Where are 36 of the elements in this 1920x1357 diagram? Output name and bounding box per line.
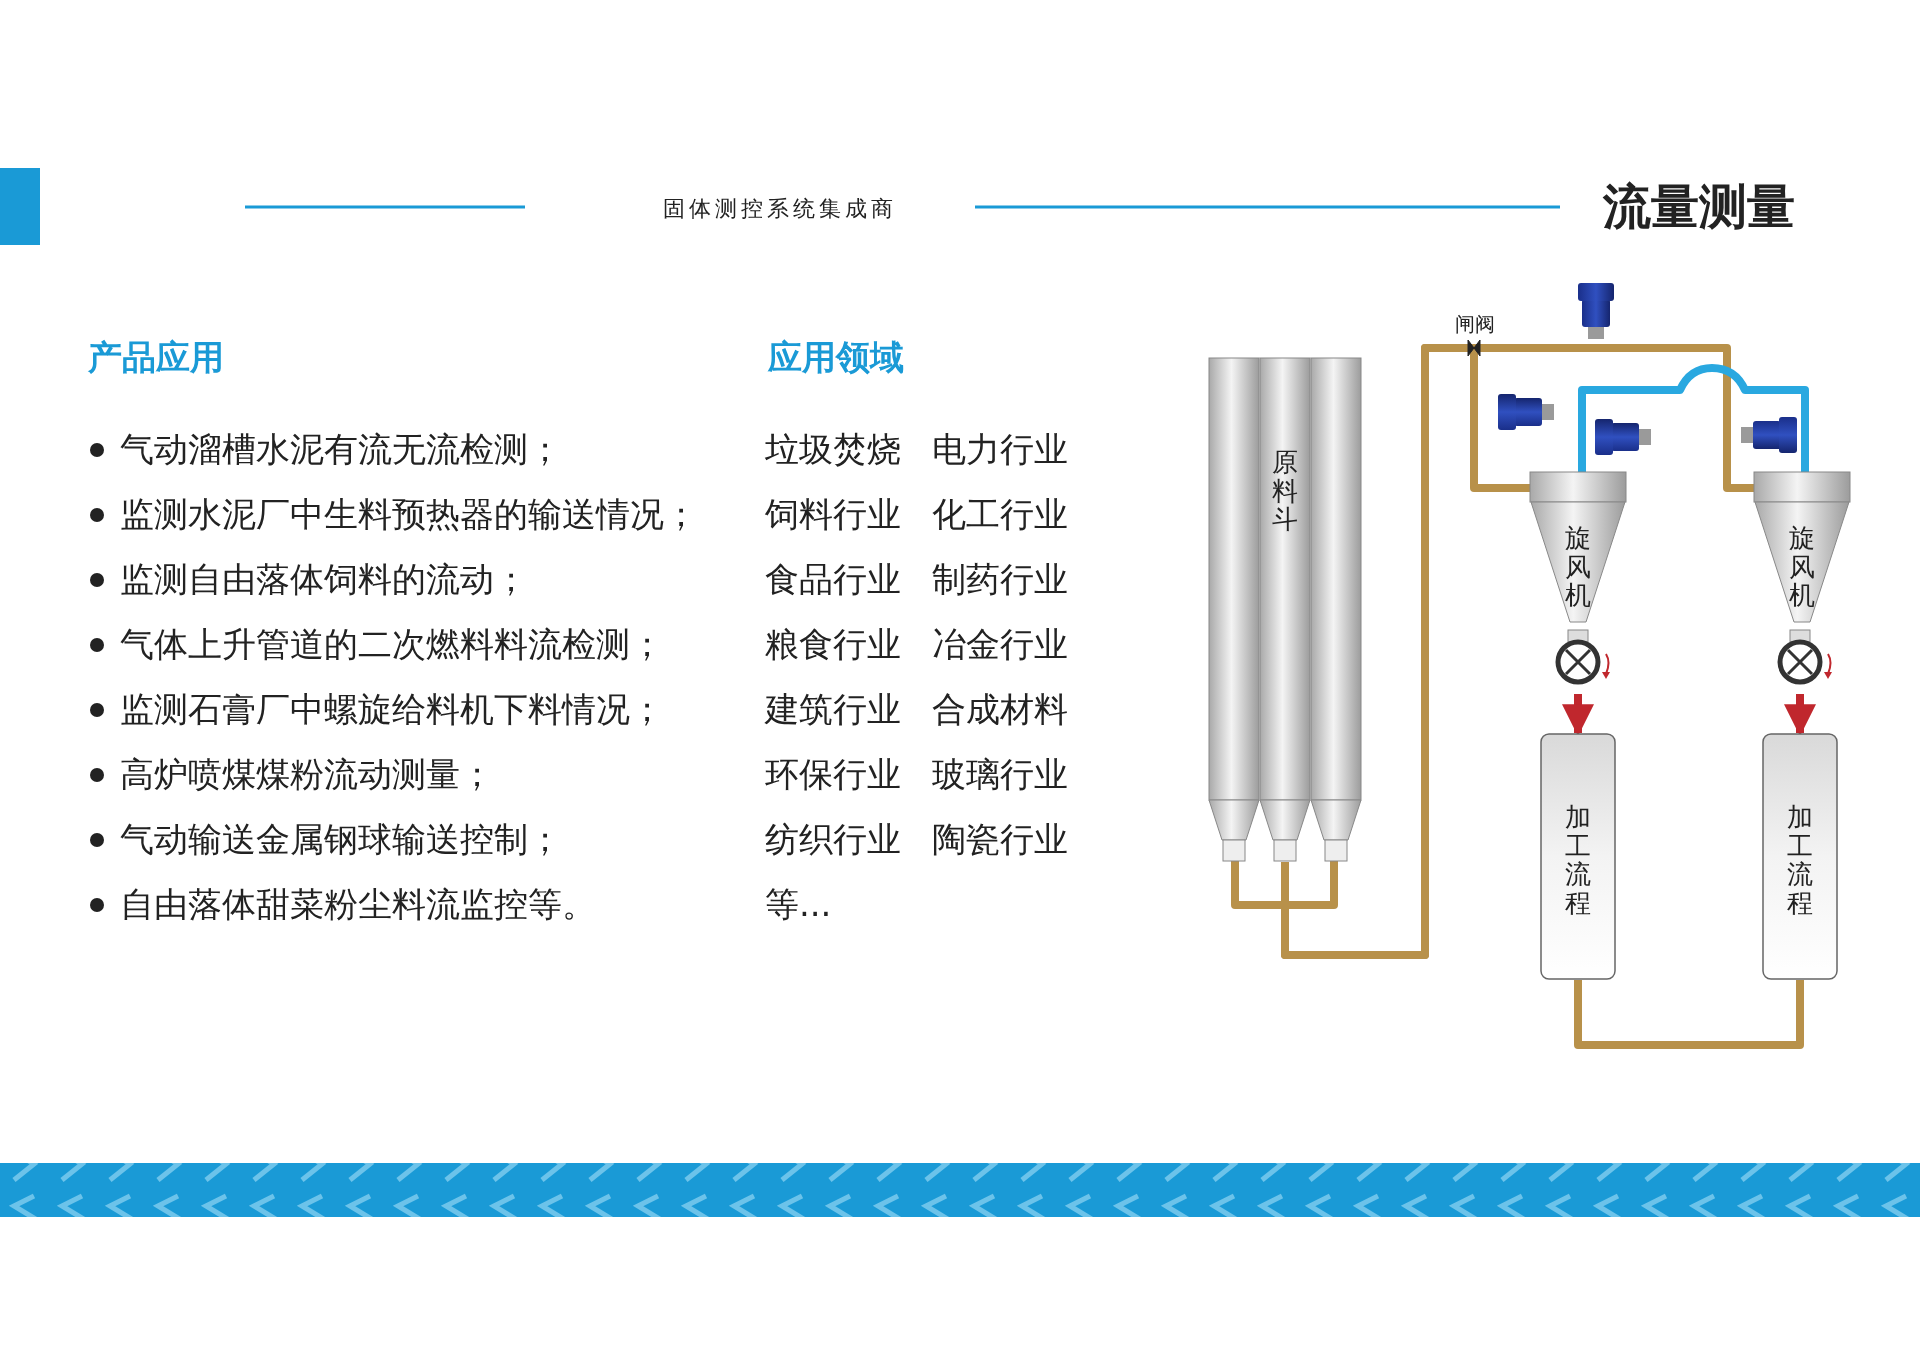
- node-label: 原料斗: [1271, 448, 1299, 534]
- table-cell: 合成材料: [932, 692, 1068, 726]
- part-label: 闸阀: [1455, 314, 1495, 334]
- table-cell: 冶金行业: [932, 627, 1068, 661]
- table-cell: 环保行业: [765, 757, 901, 791]
- list-item: 气动输送金属钢球输送控制；: [120, 822, 562, 856]
- pipe-line: [1281, 344, 1754, 959]
- table-cell: 陶瓷行业: [932, 822, 1068, 856]
- tagline-text: 固体测控系统集成商: [663, 198, 897, 220]
- table-cell: 纺织行业: [765, 822, 901, 856]
- list-item: 高炉喷煤煤粉流动测量；: [120, 757, 494, 791]
- table-cell: 等...: [765, 887, 832, 921]
- node-label: 加工流程: [1564, 803, 1592, 918]
- table-cell: 玻璃行业: [932, 757, 1068, 791]
- table-cell: 电力行业: [932, 432, 1068, 466]
- list-item: 气体上升管道的二次燃料料流检测；: [120, 627, 664, 661]
- table-cell: 垃圾焚烧: [765, 432, 901, 466]
- table-cell: 粮食行业: [765, 627, 901, 661]
- node-label: 旋风机: [1788, 524, 1816, 610]
- table-cell: 化工行业: [932, 497, 1068, 531]
- list-item: 自由落体甜菜粉尘料流监控等。: [120, 887, 596, 921]
- node-label: 旋风机: [1564, 524, 1592, 610]
- table-cell: 饲料行业: [765, 497, 901, 531]
- page-title: 流量测量: [1603, 182, 1795, 230]
- table-cell: 制药行业: [932, 562, 1068, 596]
- list-item: 气动溜槽水泥有流无流检测；: [120, 432, 562, 466]
- section-heading: 应用领域: [768, 340, 904, 374]
- table-cell: 建筑行业: [765, 692, 901, 726]
- table-cell: 食品行业: [765, 562, 901, 596]
- list-item: 监测石膏厂中螺旋给料机下料情况；: [120, 692, 664, 726]
- pipe-line: [1574, 980, 1804, 1049]
- list-item: 监测自由落体饲料的流动；: [120, 562, 528, 596]
- list-item: 监测水泥厂中生料预热器的输送情况；: [120, 497, 698, 531]
- pipe-line: [1578, 364, 1809, 472]
- node-label: 加工流程: [1786, 803, 1814, 918]
- section-heading: 产品应用: [88, 340, 224, 374]
